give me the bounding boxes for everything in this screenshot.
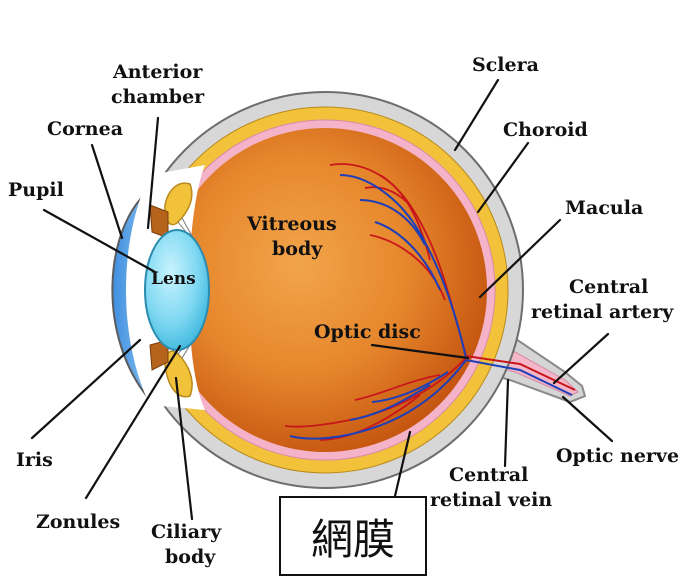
label-vitreous-line1: Vitreous [246,213,337,235]
label-central-vein-line2: retinal vein [430,489,552,511]
label-zonules: Zonules [36,511,120,533]
leader-central-vein [505,380,508,466]
label-vitreous-line2: body [272,238,323,260]
leader-iris [32,340,140,438]
label-lens: Lens [151,269,196,289]
leader-central-artery [554,334,608,383]
label-optic-nerve: Optic nerve [556,445,679,467]
label-ciliary-line2: body [165,546,216,568]
vitreous-body [163,128,487,452]
label-central-vein-line1: Central [449,464,528,486]
label-macula: Macula [565,197,643,219]
label-central-artery-line2: retinal artery [531,301,674,323]
leader-cornea [92,145,122,238]
label-iris: Iris [16,449,53,471]
label-choroid: Choroid [503,119,588,141]
label-ciliary-line1: Ciliary [151,521,222,543]
label-optic-disc: Optic disc [314,321,421,343]
label-central-artery-line1: Central [569,276,648,298]
retina-overlay-label: 網膜 [279,496,427,576]
leader-sclera [455,80,498,150]
label-sclera: Sclera [472,54,539,76]
leader-optic-nerve [563,397,612,441]
lens [145,230,209,350]
label-anterior-chamber-line2: chamber [111,86,205,108]
label-cornea: Cornea [47,118,123,140]
label-pupil: Pupil [8,179,64,201]
label-anterior-chamber-line1: Anterior [112,61,203,83]
